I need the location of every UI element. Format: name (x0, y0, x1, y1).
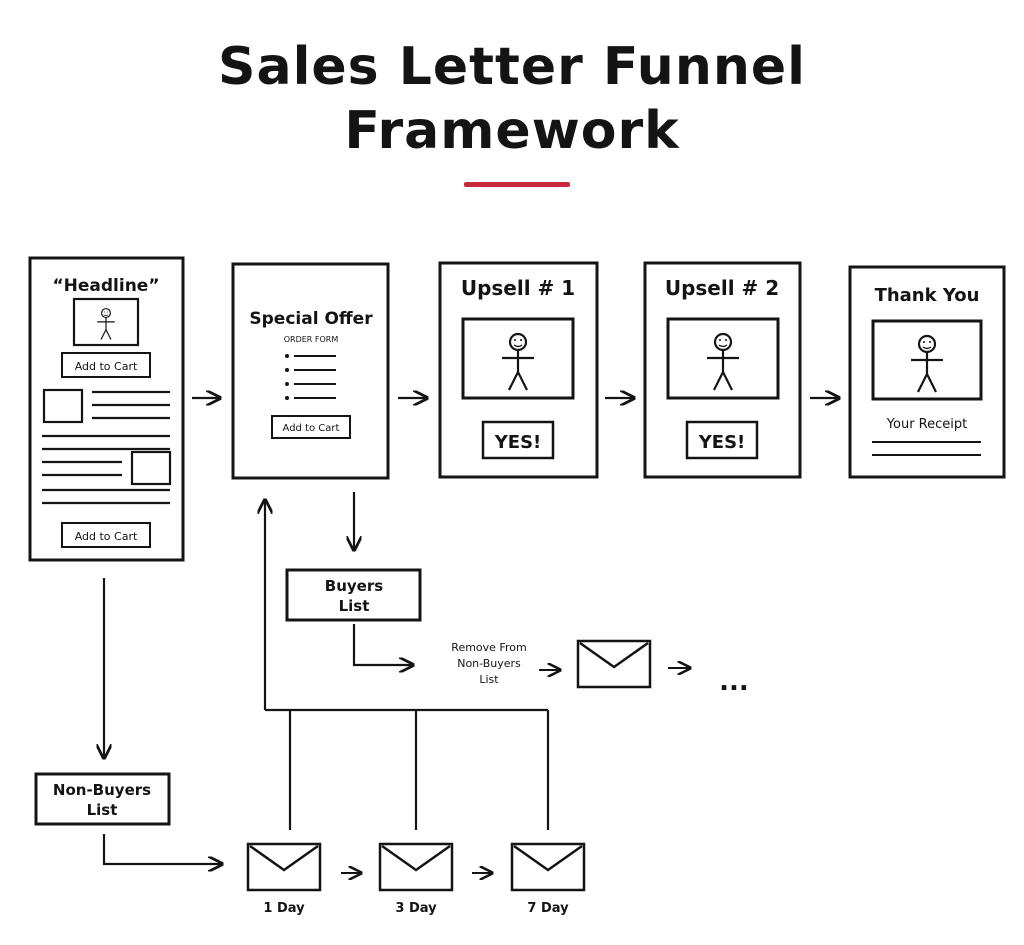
envelope-icon (378, 842, 454, 892)
arrow-right-icon (102, 834, 222, 864)
sales-letter-page: “Headline” Add to Cart Add to Cart (28, 256, 185, 562)
arrow-right-icon (352, 624, 413, 665)
more-ellipsis: ... (719, 667, 749, 697)
thank-you-label: Thank You (875, 285, 980, 306)
add-to-cart-bottom-label: Add to Cart (75, 530, 138, 543)
email-day-label: 1 Day (263, 901, 305, 916)
buyers-label: Buyers (325, 577, 383, 595)
order-add-to-cart-button (271, 415, 351, 439)
yes-label: YES! (698, 432, 746, 453)
buyers-list-label: List (339, 597, 370, 615)
yes-button (685, 420, 759, 460)
svg-text:Remove From: Remove From (451, 641, 526, 654)
email-day-label: 3 Day (395, 901, 437, 916)
title-line-2: Framework (344, 101, 680, 161)
yes-label: YES! (494, 432, 542, 453)
order-form-label: ORDER FORM (284, 335, 339, 344)
title-line-1: Sales Letter Funnel (218, 37, 806, 97)
email-day-label: 7 Day (527, 901, 569, 916)
upsell-2-page: Upsell # 2 YES! (643, 261, 802, 479)
envelope-icon (576, 639, 652, 689)
remove-from-non-buyers-label: Remove From Non-Buyers List (451, 641, 526, 686)
upsell-2-label: Upsell # 2 (665, 276, 779, 300)
non-buyers-list-box: Non-Buyers List (34, 772, 171, 826)
svg-text:List: List (479, 673, 499, 686)
envelope-icon (510, 842, 586, 892)
upsell-1-page: Upsell # 1 YES! (438, 261, 599, 479)
non-buyers-label: Non-Buyers (53, 781, 151, 799)
order-form-page: Special Offer ORDER FORM Add to Cart (231, 262, 390, 480)
title-underline (464, 182, 570, 187)
svg-text:Non-Buyers: Non-Buyers (457, 657, 521, 670)
image-block-right (130, 450, 172, 486)
order-add-to-cart-label: Add to Cart (283, 423, 340, 434)
headline-label: “Headline” (52, 276, 159, 296)
add-to-cart-top-label: Add to Cart (75, 360, 138, 373)
upsell-1-label: Upsell # 1 (461, 276, 575, 300)
buyers-list-box: Buyers List (285, 568, 422, 622)
body-text-lines (42, 390, 170, 505)
image-block-left (42, 388, 84, 424)
add-to-cart-button-bottom (61, 522, 151, 548)
yes-button (481, 420, 555, 460)
envelope-icon (246, 842, 322, 892)
add-to-cart-button-top (61, 352, 151, 378)
your-receipt-label: Your Receipt (886, 417, 967, 432)
bullet-list (285, 354, 336, 400)
non-buyers-list-label: List (87, 801, 118, 819)
thank-you-page: Thank You Your Receipt (848, 265, 1006, 479)
special-offer-label: Special Offer (249, 309, 373, 329)
return-loop-connector (265, 500, 550, 830)
